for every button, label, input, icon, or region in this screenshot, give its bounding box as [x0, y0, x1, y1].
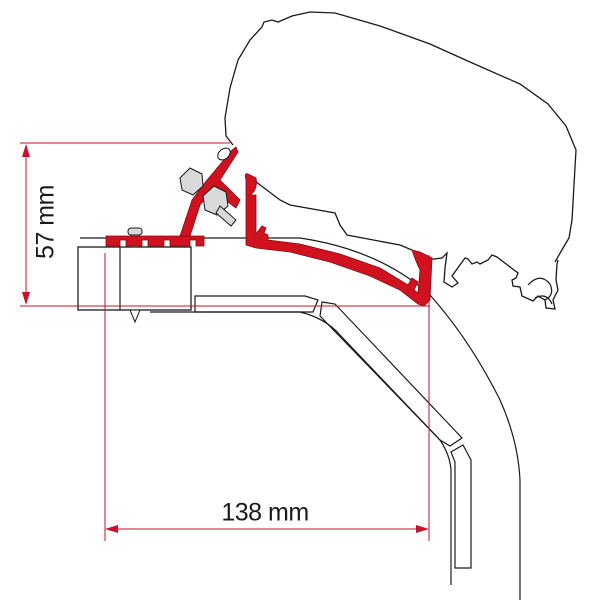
adapter-rail	[244, 173, 433, 307]
roof-inner-line	[150, 311, 452, 585]
adapter-rail-ribs	[276, 245, 398, 288]
gutter-strip-vertical	[450, 444, 472, 569]
bolts	[179, 147, 237, 227]
screw-tip	[129, 309, 141, 324]
awning-case-lower	[246, 174, 559, 310]
height-dimension-label: 57 mm	[31, 185, 60, 259]
width-dimension-label: 138 mm	[221, 498, 309, 527]
screw-head	[127, 227, 143, 236]
vehicle-roof-outline	[80, 237, 521, 600]
width-dimension	[104, 253, 430, 541]
gutter-strip	[194, 295, 319, 313]
gutter-strip-diagonal	[319, 301, 463, 447]
height-dimension	[20, 142, 430, 307]
clamp-bracket-base	[105, 235, 205, 247]
awning-case	[224, 11, 577, 263]
base-block	[77, 246, 192, 311]
awning-end-detail	[527, 277, 553, 305]
